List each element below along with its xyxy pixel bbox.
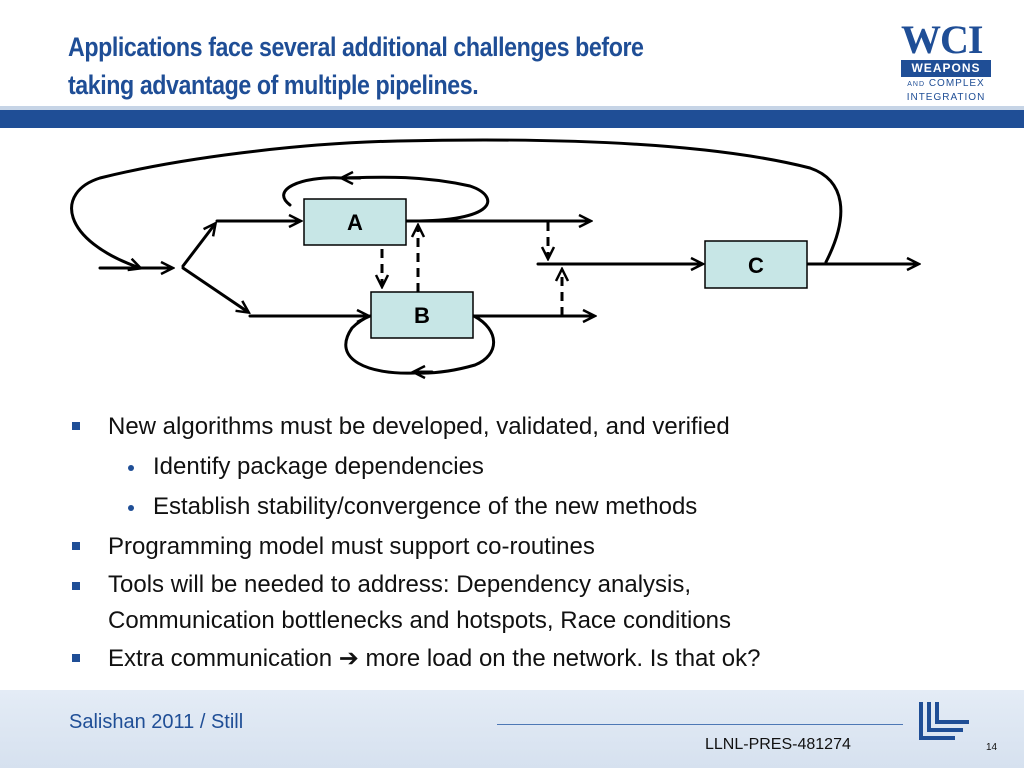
wci-logo-and: AND <box>907 81 926 88</box>
footer-band <box>0 690 1024 768</box>
a-self-loop <box>282 175 490 223</box>
slide-title-line-1: Applications face several additional cha… <box>68 32 644 62</box>
box-c <box>704 240 808 289</box>
box-b <box>370 291 474 339</box>
wci-logo-complex: COMPLEX <box>928 78 985 89</box>
box-a <box>303 198 407 246</box>
box-b-label: B <box>414 303 430 328</box>
outer-feedback-loop <box>70 138 843 268</box>
slide-title-line-2: taking advantage of multiple pipelines. <box>68 70 479 100</box>
sub-bullet-item: Establish stability/convergence of the n… <box>68 487 968 527</box>
split-lower-arrow <box>181 266 248 312</box>
wci-logo: WCI WEAPONS AND COMPLEX INTEGRATION <box>895 17 995 104</box>
sub-bullet-item: Identify package dependencies <box>68 447 968 487</box>
footer-conference: Salishan 2011 / Still <box>69 711 244 733</box>
wci-logo-line-1: AND COMPLEX <box>901 78 991 91</box>
bullet-text-continued: Communication bottlenecks and hotspots, … <box>108 607 732 634</box>
wci-logo-line-2: INTEGRATION <box>906 92 986 103</box>
pipeline-diagram: A B C <box>70 138 1024 398</box>
header-band <box>0 110 1024 128</box>
llnl-logo-icon <box>919 702 969 740</box>
dot-bullet-icon <box>128 505 134 511</box>
dot-bullet-icon <box>128 465 134 471</box>
bullet-text: New algorithms must be developed, valida… <box>108 413 730 440</box>
bullet-text-continued: more load on the network. Is that ok? <box>365 645 761 672</box>
square-bullet-icon <box>72 542 80 550</box>
bullet-text: Tools will be needed to address: Depende… <box>108 571 692 598</box>
footer-document-code: LLNL-PRES-481274 <box>705 736 851 753</box>
square-bullet-icon <box>72 654 80 662</box>
wci-logo-bar: WEAPONS <box>901 60 991 77</box>
bullet-item: Extra communication ➔ more load on the n… <box>68 639 968 679</box>
square-bullet-icon <box>72 582 80 590</box>
footer-rule <box>497 724 903 725</box>
bullet-item: New algorithms must be developed, valida… <box>68 407 968 447</box>
page-number: 14 <box>986 742 998 753</box>
header-band-shade <box>0 106 1024 110</box>
bullet-text: Programming model must support co-routin… <box>108 533 595 560</box>
wci-logo-main: WCI <box>901 17 983 62</box>
box-c-label: C <box>748 253 764 278</box>
square-bullet-icon <box>72 422 80 430</box>
bullet-list: New algorithms must be developed, valida… <box>68 407 968 679</box>
sub-bullet-text: Establish stability/convergence of the n… <box>153 493 698 520</box>
split-upper-arrow <box>181 224 215 268</box>
bullet-text: Extra communication <box>108 645 333 672</box>
sub-bullet-text: Identify package dependencies <box>153 453 484 480</box>
bullet-item: Programming model must support co-routin… <box>68 527 968 567</box>
box-a-label: A <box>347 210 363 235</box>
bullet-item: Tools will be needed to address: Depende… <box>68 567 968 639</box>
right-arrow-icon: ➔ <box>338 645 359 672</box>
slide-title: Applications face several additional cha… <box>68 28 756 104</box>
